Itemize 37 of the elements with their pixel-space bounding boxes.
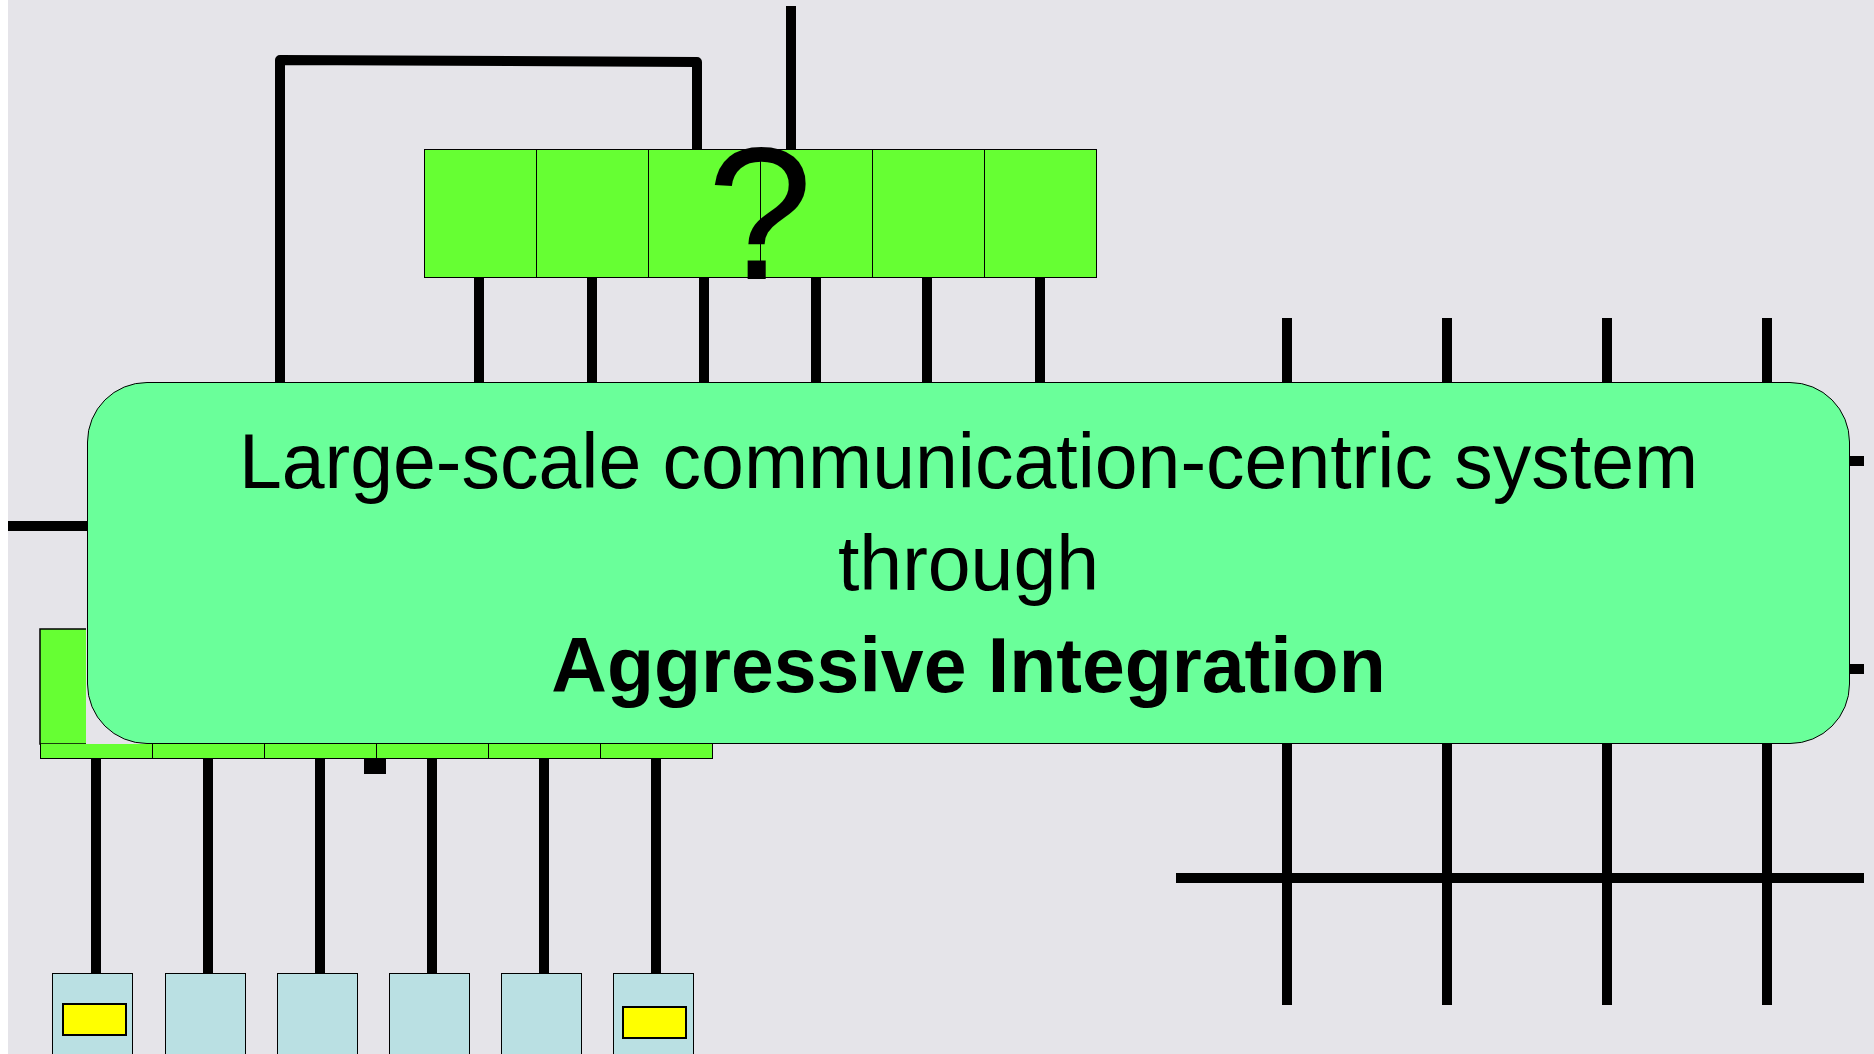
callout-box (87, 382, 1850, 744)
chip-block (622, 1006, 687, 1039)
bus-cell (600, 744, 713, 759)
wire (922, 278, 932, 382)
wire (474, 278, 484, 382)
wire (651, 759, 661, 973)
module-box (52, 973, 133, 1054)
bus-cell (264, 744, 377, 759)
wire (275, 55, 702, 382)
wire (1850, 664, 1864, 674)
wire (587, 278, 597, 382)
wire (811, 278, 821, 382)
bus-cell (984, 149, 1097, 278)
module-box (613, 973, 694, 1054)
module-box (165, 973, 246, 1054)
bus-cell (40, 744, 153, 759)
wire (8, 521, 87, 531)
bus-cell (872, 149, 985, 278)
wire (1035, 278, 1045, 382)
wire (427, 759, 437, 973)
wire (699, 278, 709, 382)
wire (1850, 456, 1864, 466)
module-box (501, 973, 582, 1054)
wire (203, 759, 213, 973)
chip-block (62, 1003, 127, 1036)
wire (786, 6, 796, 149)
bus-cell (424, 149, 537, 278)
wire (91, 759, 101, 973)
module-box (389, 973, 470, 1054)
module-box (277, 973, 358, 1054)
bus-cell (376, 744, 489, 759)
bus-cell (536, 149, 649, 278)
wire (539, 759, 549, 973)
bus-cell (152, 744, 265, 759)
wire (315, 759, 325, 973)
bus-cell (488, 744, 601, 759)
callout-text: Large-scale communication-centric system through Aggressive Integration (237, 417, 1700, 710)
